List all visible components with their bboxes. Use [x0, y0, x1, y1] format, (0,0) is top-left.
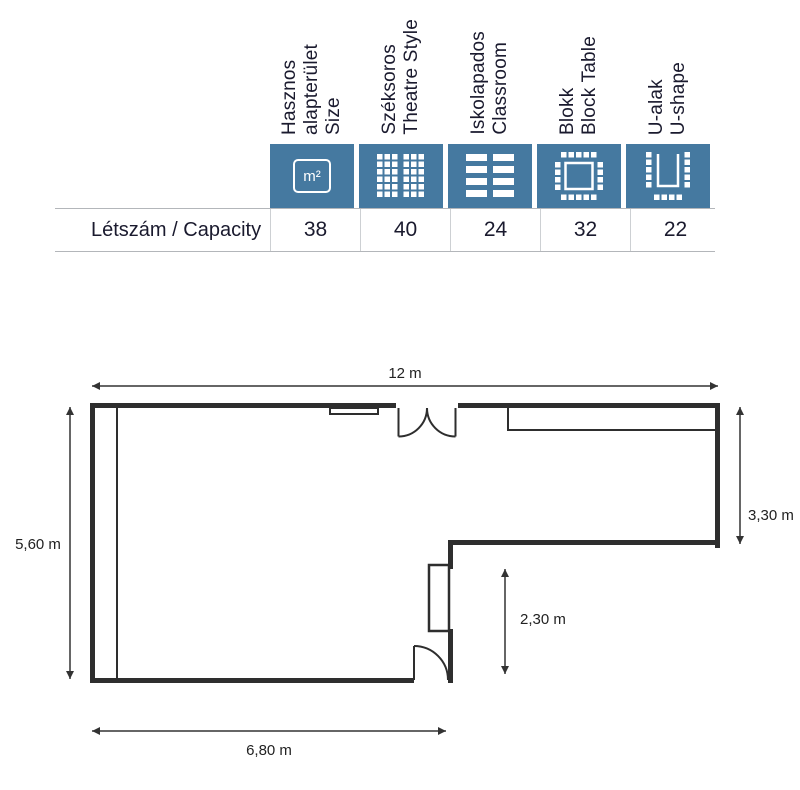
header-line: Theatre Style	[401, 19, 422, 135]
dimension-label-left: 5,60 m	[15, 536, 61, 553]
block-icon-cell	[537, 144, 621, 208]
ushape-icon-cell	[626, 144, 710, 208]
dimension-label-inner: 2,30 m	[520, 611, 566, 628]
column-header-theatre: Széksoros Theatre Style	[359, 14, 443, 144]
u-shape-icon	[646, 152, 690, 200]
dimension-arrows	[66, 382, 744, 735]
double-door-left-arc	[398, 407, 428, 438]
header-line: Size	[323, 97, 344, 135]
header-line: Blokk	[557, 87, 578, 135]
column-header-classroom: Iskolapados Classroom	[448, 14, 532, 144]
block-table-icon	[555, 152, 603, 200]
capacity-value-ushape: 22	[630, 209, 720, 251]
floor-plan: 12 m 5,60 m 3,30 m 2,30 m 6,80 m	[15, 365, 794, 759]
capacity-value-block: 32	[540, 209, 630, 251]
capacity-row-label: Létszám / Capacity	[91, 218, 262, 241]
theatre-icon-cell	[359, 144, 443, 208]
room-walls	[90, 403, 720, 683]
page: Hasznos alapterület Size Széksoros Theat…	[0, 14, 800, 772]
dimension-label-bottom: 6,80 m	[246, 742, 292, 759]
header-line: Block Table	[579, 35, 600, 135]
capacity-value-classroom: 24	[450, 209, 540, 251]
m2-icon: m²	[293, 159, 331, 193]
double-door-right-arc	[426, 407, 456, 438]
classroom-icon-cell	[448, 144, 532, 208]
dimension-label-right: 3,30 m	[748, 507, 794, 524]
capacity-value-size: 38	[270, 209, 360, 251]
capacity-row: Létszám / Capacity 38 40 24 32 22	[55, 208, 715, 252]
capacity-table: Hasznos alapterület Size Széksoros Theat…	[55, 14, 715, 252]
door-symbols	[397, 407, 457, 681]
theatre-style-icon	[377, 154, 424, 197]
capacity-value-theatre: 40	[360, 209, 450, 251]
icon-row: m²	[55, 144, 715, 208]
open-door-leaf	[427, 563, 451, 633]
header-line: U-alak	[646, 78, 667, 135]
partition-lines	[116, 408, 715, 678]
header-line: Iskolapados	[468, 31, 489, 135]
dimension-labels: 12 m 5,60 m 3,30 m 2,30 m 6,80 m	[15, 365, 794, 759]
classroom-icon	[466, 154, 514, 197]
header-line: alapterület	[301, 44, 322, 135]
header-line: U-shape	[668, 61, 689, 135]
header-line: Classroom	[490, 42, 511, 135]
header-line: Széksoros	[379, 44, 400, 135]
window	[329, 407, 379, 415]
dimension-label-top: 12 m	[388, 365, 421, 382]
column-header-size: Hasznos alapterület Size	[270, 14, 354, 144]
bottom-door-arc	[413, 645, 449, 681]
top-right-partition-line	[507, 408, 715, 431]
column-headers: Hasznos alapterület Size Széksoros Theat…	[55, 14, 715, 144]
column-header-block: Blokk Block Table	[537, 14, 621, 144]
column-header-ushape: U-alak U-shape	[626, 14, 710, 144]
header-line: Hasznos	[279, 59, 300, 135]
m2-label: m²	[303, 167, 321, 185]
size-icon-cell: m²	[270, 144, 354, 208]
